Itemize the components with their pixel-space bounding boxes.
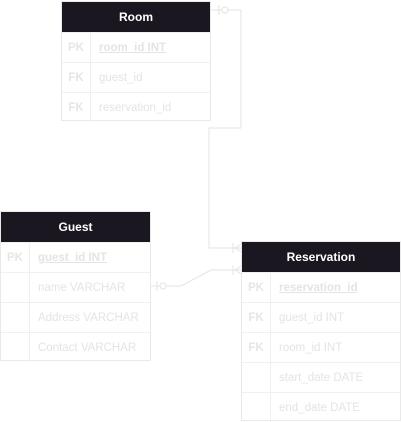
- entity-room[interactable]: Room PK room_id INT FK guest_id FK reser…: [61, 1, 211, 122]
- name-field: name VARCHAR: [38, 281, 126, 294]
- key-label: [242, 393, 271, 422]
- connector-guest-reservation: [151, 265, 242, 291]
- reservation-id-field: reservation_id: [99, 101, 172, 114]
- key-label: [1, 333, 30, 362]
- guest-id-field: guest_id INT: [279, 311, 345, 324]
- guest-id-field: guest_id INT: [38, 251, 108, 264]
- key-label: [1, 273, 30, 302]
- primary-key-label: PK: [1, 243, 30, 272]
- entity-room-title: Room: [62, 2, 210, 32]
- primary-key-label: PK: [242, 273, 271, 302]
- guest-row-contact: Contact VARCHAR: [1, 332, 150, 362]
- key-label: [242, 363, 271, 392]
- entity-guest-title: Guest: [1, 212, 150, 242]
- reservation-row-end-date: end_date DATE: [242, 392, 400, 422]
- start-date-field: start_date DATE: [279, 371, 364, 384]
- room-row-room-id: PK room_id INT: [62, 32, 210, 62]
- foreign-key-label: FK: [242, 333, 271, 362]
- guest-row-address: Address VARCHAR: [1, 302, 150, 332]
- foreign-key-label: FK: [62, 93, 91, 122]
- reservation-row-start-date: start_date DATE: [242, 362, 400, 392]
- room-id-field: room_id INT: [279, 341, 343, 354]
- reservation-row-room-id: FK room_id INT: [242, 332, 400, 362]
- connector-room-reservation: [208, 5, 242, 253]
- guest-row-name: name VARCHAR: [1, 272, 150, 302]
- entity-reservation[interactable]: Reservation PK reservation_id FK guest_i…: [241, 241, 401, 422]
- foreign-key-label: FK: [242, 303, 271, 332]
- reservation-row-reservation-id: PK reservation_id: [242, 272, 400, 302]
- primary-key-label: PK: [62, 33, 91, 62]
- address-field: Address VARCHAR: [38, 311, 139, 324]
- guest-id-field: guest_id: [99, 71, 143, 84]
- reservation-id-field: reservation_id: [279, 281, 358, 294]
- key-label: [1, 303, 30, 332]
- end-date-field: end_date DATE: [279, 401, 360, 414]
- guest-row-guest-id: PK guest_id INT: [1, 242, 150, 272]
- room-id-field: room_id INT: [99, 41, 167, 54]
- entity-guest[interactable]: Guest PK guest_id INT name VARCHAR Addre…: [0, 211, 151, 362]
- reservation-row-guest-id: FK guest_id INT: [242, 302, 400, 332]
- room-row-reservation-id: FK reservation_id: [62, 92, 210, 122]
- contact-field: Contact VARCHAR: [38, 341, 137, 354]
- foreign-key-label: FK: [62, 63, 91, 92]
- entity-reservation-title: Reservation: [242, 242, 400, 272]
- room-row-guest-id: FK guest_id: [62, 62, 210, 92]
